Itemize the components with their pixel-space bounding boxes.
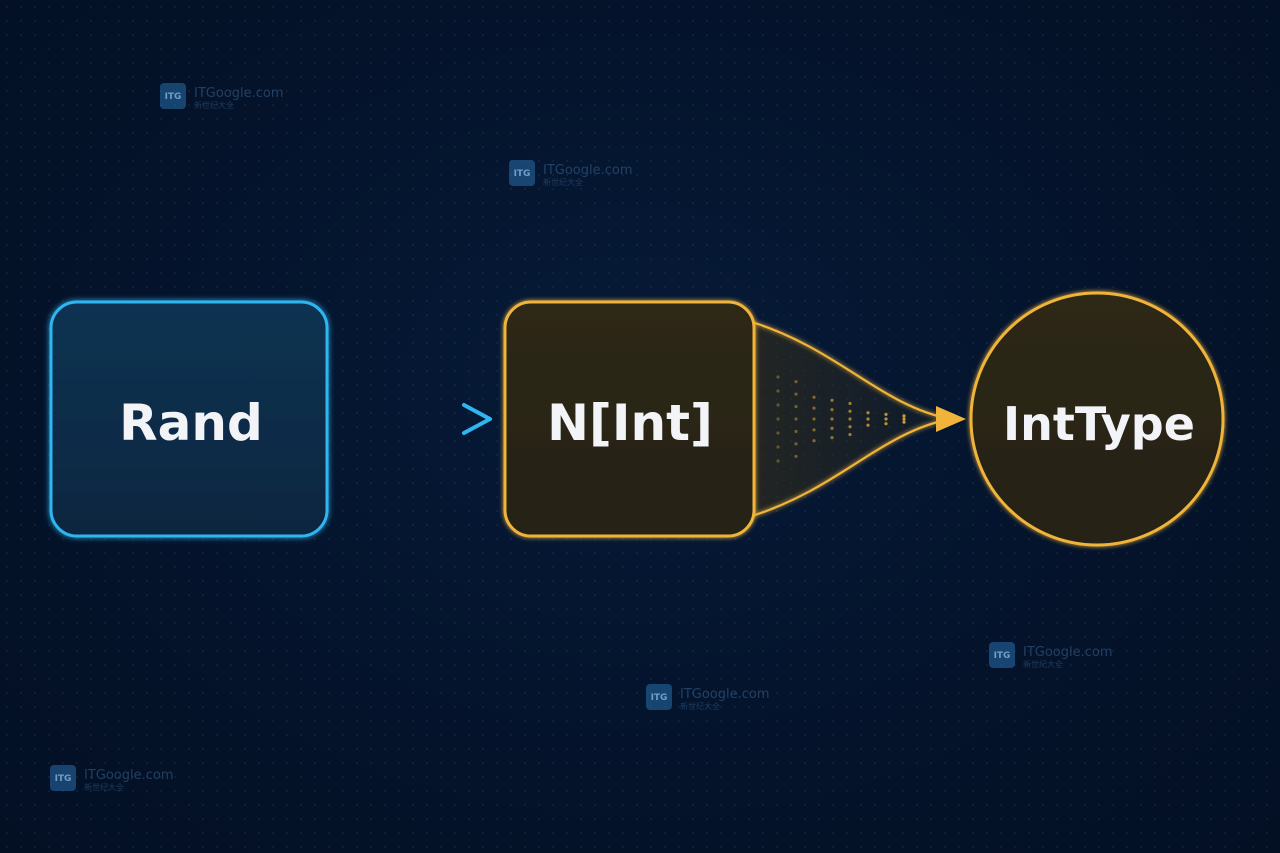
- watermark-logo-icon: [50, 765, 76, 791]
- particle-dot: [830, 426, 834, 430]
- particle-dot: [794, 417, 798, 421]
- particle-dot: [776, 375, 780, 379]
- watermark-subtext: 新世纪大全: [84, 782, 124, 792]
- watermark-logo-icon: [160, 83, 186, 109]
- particle-dot: [902, 417, 906, 421]
- node-int-type: IntType: [969, 291, 1225, 547]
- particle-dot: [812, 395, 816, 399]
- particle-dot: [866, 417, 870, 421]
- particle-dot: [812, 439, 816, 443]
- node-label-int-type: IntType: [1003, 397, 1195, 451]
- particle-dot: [848, 409, 852, 413]
- particle-dot: [884, 422, 888, 426]
- particle-dot: [812, 417, 816, 421]
- particle-dot: [848, 432, 852, 437]
- particle-dot: [830, 417, 834, 421]
- particle-dot: [776, 459, 780, 463]
- watermark-subtext: 新世纪大全: [194, 100, 234, 110]
- particle-dot: [794, 429, 798, 434]
- edge-rand-to-n-int: [328, 403, 492, 435]
- watermark-logo-icon: [989, 642, 1015, 668]
- particle-dot: [848, 401, 852, 406]
- watermark-logo-icon: [509, 160, 535, 186]
- watermark-subtext: 新世纪大全: [1023, 659, 1063, 669]
- arrowhead-icon: [462, 403, 492, 435]
- particle-dots: [776, 375, 906, 463]
- watermark-subtext: 新世纪大全: [680, 701, 720, 711]
- particle-dot: [794, 404, 798, 409]
- particle-dot: [812, 428, 816, 432]
- watermark-logo-text: ITG: [55, 774, 72, 784]
- particle-dot: [884, 412, 888, 416]
- node-n-int: N[Int]: [503, 300, 756, 538]
- particle-dot: [866, 411, 870, 415]
- particle-dot: [902, 414, 906, 418]
- particle-dot: [830, 408, 834, 412]
- node-label-n-int: N[Int]: [547, 394, 713, 452]
- particle-dot: [776, 417, 780, 421]
- node-label-rand: Rand: [119, 394, 263, 452]
- node-rand: Rand: [49, 300, 329, 538]
- watermark-logo-text: ITG: [165, 92, 182, 102]
- watermark-subtext: 新世纪大全: [543, 177, 583, 187]
- particle-dot: [794, 392, 798, 396]
- particle-dot: [848, 425, 852, 429]
- watermark-text: ITGoogle.com: [543, 163, 633, 178]
- watermark-text: ITGoogle.com: [680, 687, 770, 702]
- particle-dot: [776, 431, 780, 435]
- particle-dot: [830, 436, 834, 440]
- watermark-logo-text: ITG: [651, 693, 668, 703]
- watermark-text: ITGoogle.com: [194, 86, 284, 101]
- watermark-logo-text: ITG: [514, 169, 531, 179]
- particle-dot: [830, 398, 834, 402]
- particle-dot: [902, 420, 906, 424]
- watermark-text: ITGoogle.com: [84, 768, 174, 783]
- watermark-logo-text: ITG: [994, 651, 1011, 661]
- watermark-logo-icon: [646, 684, 672, 710]
- particle-dot: [848, 417, 852, 421]
- particle-dot: [866, 423, 870, 427]
- particle-dot: [794, 442, 798, 446]
- particle-dot: [776, 445, 780, 449]
- particle-dot: [776, 403, 780, 407]
- particle-dot: [776, 389, 780, 393]
- particle-dot: [812, 406, 816, 410]
- particle-dot: [884, 417, 888, 421]
- arrowhead-icon: [936, 406, 966, 432]
- particle-dot: [794, 454, 798, 458]
- watermark-text: ITGoogle.com: [1023, 645, 1113, 660]
- particle-dot: [794, 380, 798, 384]
- edge-n-int-to-int-type: [751, 320, 966, 518]
